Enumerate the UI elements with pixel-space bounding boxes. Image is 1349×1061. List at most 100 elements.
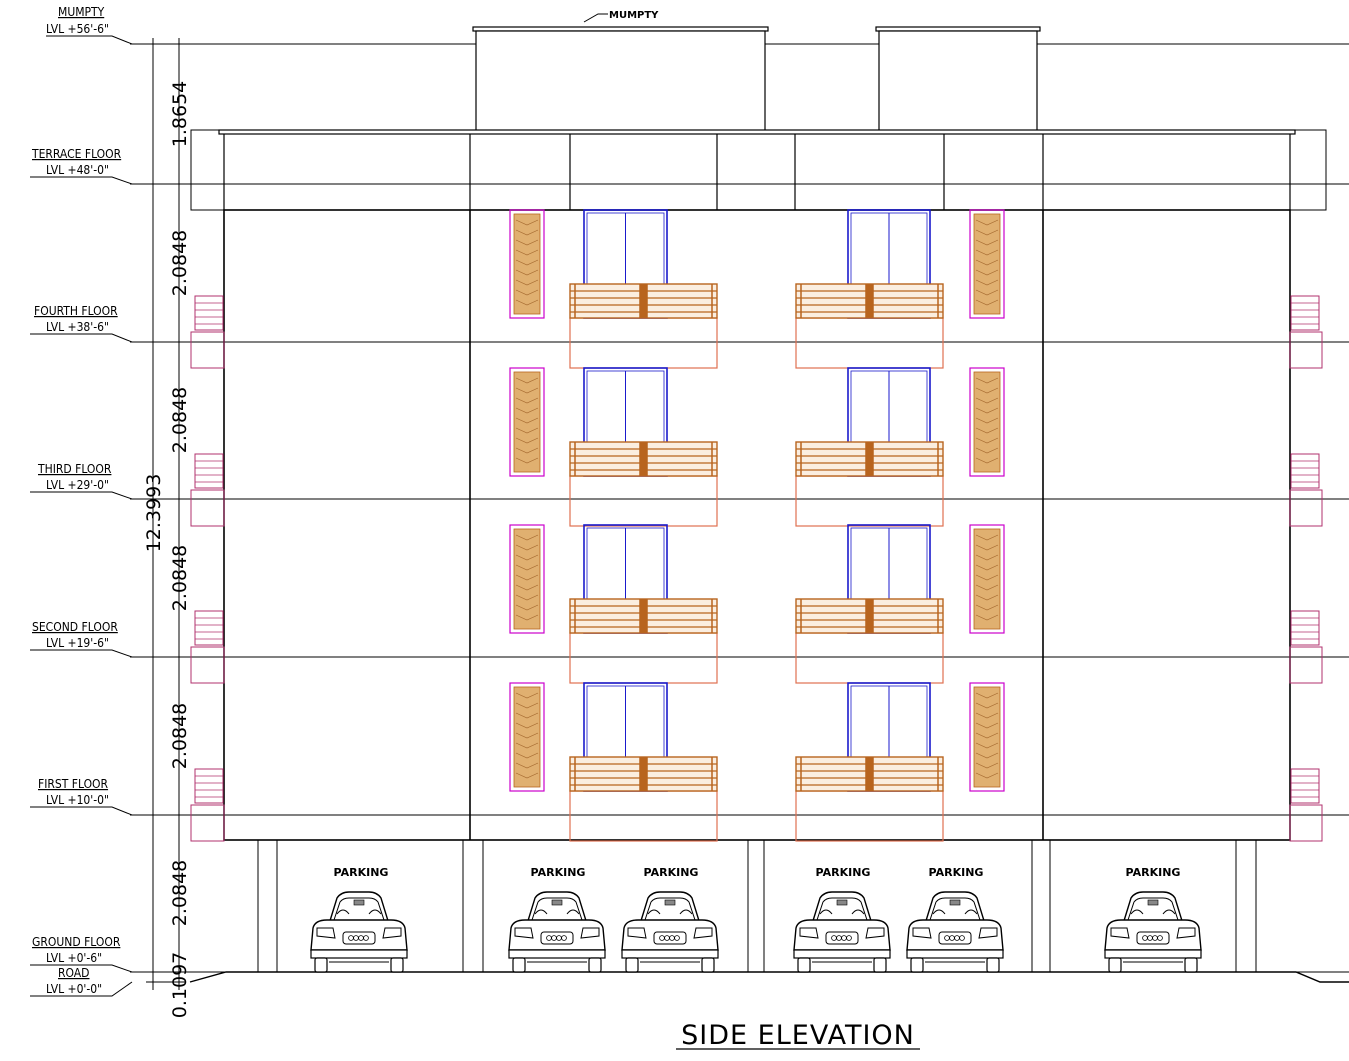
car-logo-ring: [959, 935, 965, 941]
jali-pattern: [515, 427, 539, 434]
car: [310, 891, 408, 973]
level-value: LVL +56'-6": [46, 22, 109, 36]
ac-unit: [194, 768, 224, 804]
car-seat: [819, 909, 865, 915]
jali-pattern: [515, 387, 539, 394]
jali-panel: [513, 528, 541, 630]
dimension-ticks: [146, 43, 186, 983]
total-dimension-text: 12.3993: [143, 474, 165, 553]
label-leaders: [30, 35, 133, 997]
roof-coping: [218, 129, 1296, 135]
jali-pattern: [515, 702, 539, 709]
building-outline: [189, 26, 1349, 983]
stilt-column: [1235, 839, 1257, 973]
car-cabin: [1122, 891, 1184, 925]
jali-pattern: [975, 299, 999, 306]
car-wheel: [1108, 957, 1122, 973]
car-headlight: [514, 927, 534, 939]
side-ledge: [1289, 804, 1323, 842]
jali-frame: [509, 367, 545, 477]
jali-pattern: [515, 544, 539, 551]
side-ledge: [1289, 489, 1323, 527]
car-headlight: [580, 927, 600, 939]
car-bumper: [310, 949, 408, 959]
railing-post: [865, 283, 874, 319]
level-name: ROAD: [58, 966, 89, 980]
car-logo-ring: [846, 935, 852, 941]
car-body: [793, 919, 891, 951]
car-bumper: [1104, 949, 1202, 959]
level-value: LVL +19'-6": [46, 636, 109, 650]
drawing-title: SIDE ELEVATION: [676, 1020, 920, 1051]
car-body: [1104, 919, 1202, 951]
car-wheel: [512, 957, 526, 973]
car-wheel: [797, 957, 811, 973]
jali-pattern: [975, 387, 999, 394]
jali-panel: [973, 371, 1001, 473]
jali-pattern: [515, 289, 539, 296]
level-label-second: SECOND FLOOR LVL +19'-6": [32, 620, 118, 650]
car-grille: [938, 931, 972, 945]
parking-label: PARKING: [816, 866, 871, 879]
ac-unit: [194, 610, 224, 646]
parapet-band: [190, 129, 1327, 211]
side-ledge: [190, 331, 225, 369]
railing-post: [639, 756, 648, 792]
car-cabin: [811, 891, 873, 925]
jali-pattern: [515, 437, 539, 444]
jali-pattern: [975, 712, 999, 719]
level-name: THIRD FLOOR: [37, 462, 112, 476]
level-name: FOURTH FLOOR: [34, 304, 118, 318]
jali-pattern: [975, 377, 999, 384]
jali-pattern: [975, 229, 999, 236]
jali-pattern: [975, 427, 999, 434]
side-ledge: [190, 489, 225, 527]
ac-unit: [1290, 295, 1320, 331]
car-headlight: [316, 927, 336, 939]
jali-pattern: [515, 457, 539, 464]
jali-panel: [513, 371, 541, 473]
ac-unit: [1290, 453, 1320, 489]
car-seat: [1130, 909, 1176, 915]
car-wheel: [314, 957, 328, 973]
jali-pattern: [975, 259, 999, 266]
jali-pattern: [975, 762, 999, 769]
jali-pattern: [975, 544, 999, 551]
level-name: TERRACE FLOOR: [31, 147, 122, 161]
level-value: LVL +10'-0": [46, 793, 109, 807]
jali-pattern: [515, 269, 539, 276]
car-wheel: [910, 957, 924, 973]
jali-pattern: [515, 229, 539, 236]
jali-pattern: [515, 722, 539, 729]
stilt-column: [1031, 839, 1051, 973]
jali-panel: [973, 213, 1001, 315]
jali-pattern: [515, 447, 539, 454]
level-value: LVL +48'-0": [46, 163, 109, 177]
jali-pattern: [975, 584, 999, 591]
jali-pattern: [975, 574, 999, 581]
balcony-slab: [795, 317, 944, 369]
level-name: SECOND FLOOR: [32, 620, 118, 634]
jali-pattern: [515, 692, 539, 699]
level-value: LVL +29'-0": [46, 478, 109, 492]
car-seat: [336, 909, 382, 915]
balcony-slab: [569, 790, 718, 842]
car-cabin: [328, 891, 390, 925]
car-grille: [1136, 931, 1170, 945]
railing-post: [639, 283, 648, 319]
car-body: [621, 919, 719, 951]
level-value: LVL +0'-0": [46, 982, 102, 996]
jali-pattern: [975, 692, 999, 699]
car-mirror: [1147, 899, 1159, 906]
stilt-column: [747, 839, 765, 973]
dimension-text: 2.0848: [169, 387, 191, 453]
car-headlight: [382, 927, 402, 939]
facade-details: [190, 209, 1323, 842]
car-logo-ring: [561, 935, 567, 941]
car-mirror: [664, 899, 676, 906]
jali-pattern: [975, 279, 999, 286]
dimension-chain: 1.8654 2.0848 2.0848 2.0848 2.0848 2.084…: [143, 38, 191, 1018]
jali-pattern: [975, 722, 999, 729]
car-wheel: [986, 957, 1000, 973]
